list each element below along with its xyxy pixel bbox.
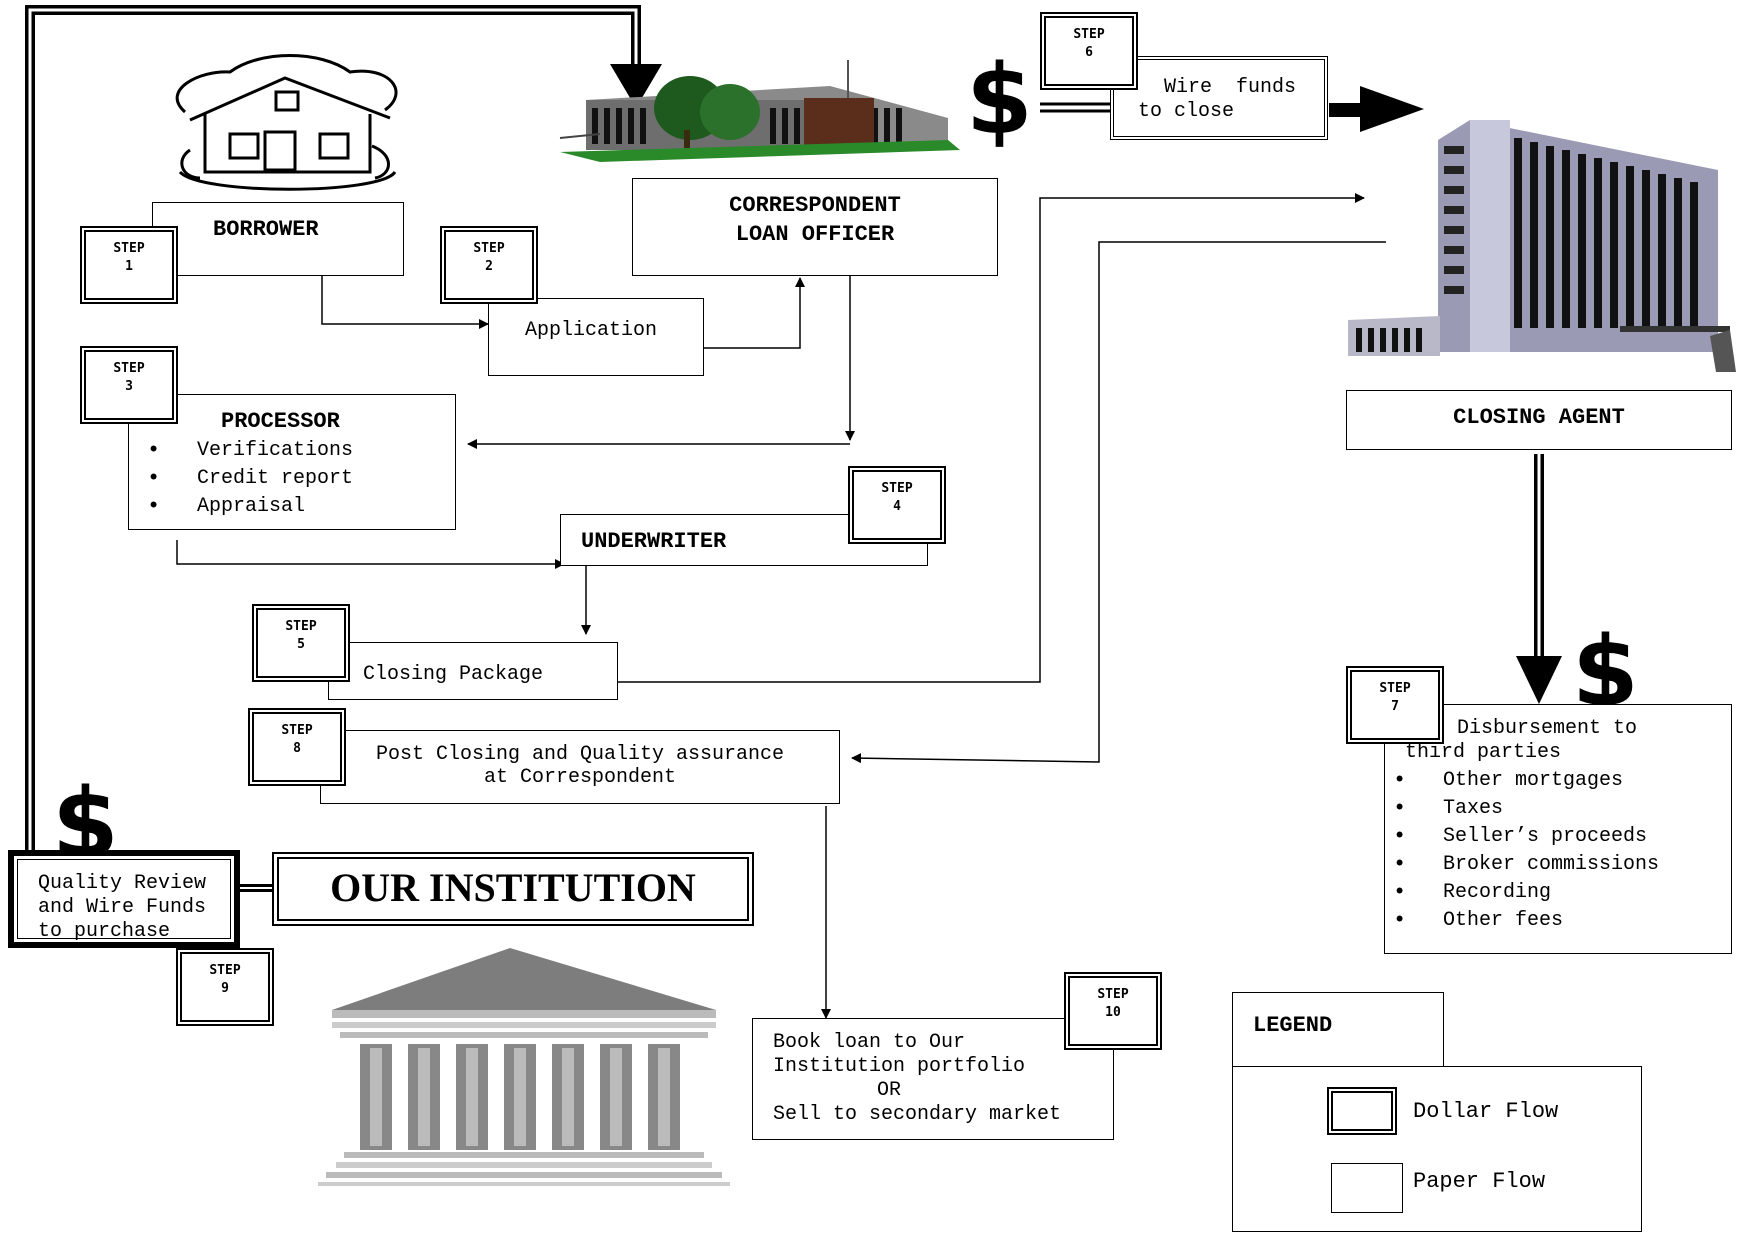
post-closing-label-1: Post Closing and Quality assurance <box>375 743 785 766</box>
step-number: 7 <box>1391 699 1399 714</box>
post-closing-box: Post Closing and Quality assurance at Co… <box>320 730 840 804</box>
step-number: 2 <box>485 259 493 274</box>
book-loan-box: Book loan to Our Institution portfolio O… <box>752 1018 1114 1140</box>
our-institution-banner: OUR INSTITUTION <box>272 852 754 926</box>
step-number: 4 <box>893 499 901 514</box>
step-number: 6 <box>1085 45 1093 60</box>
borrower-to-application <box>321 276 489 329</box>
application-to-loan-officer <box>704 277 805 349</box>
step-number: 1 <box>125 259 133 274</box>
processor-title: PROCESSOR <box>221 409 340 434</box>
disbursement-box: Disbursement to third parties Other mort… <box>1384 704 1732 954</box>
step-label: STEP <box>209 963 241 978</box>
processor-to-underwriter <box>176 540 565 569</box>
dollar-sign-wire: $ <box>966 44 1033 156</box>
step-number: 3 <box>125 379 133 394</box>
closing-package-label: Closing Package <box>363 663 544 686</box>
step-label: STEP <box>113 241 145 256</box>
processor-item: Appraisal <box>129 493 353 521</box>
underwriter-label: UNDERWRITER <box>581 529 727 554</box>
step-number: 9 <box>221 981 229 996</box>
house-icon <box>175 54 398 191</box>
post-closing-label-2: at Correspondent <box>483 766 677 789</box>
bank-icon <box>318 948 730 1186</box>
step-number: 5 <box>297 637 305 652</box>
disbursement-item: Other mortgages <box>1375 767 1659 795</box>
application-box: Application <box>488 298 704 376</box>
book-loan-label-2: Institution portfolio <box>773 1055 1026 1078</box>
disbursement-item: Broker commissions <box>1375 851 1659 879</box>
legend-paper-flow-label: Paper Flow <box>1413 1169 1546 1194</box>
dollar-flow-arrow-down <box>610 64 662 108</box>
book-loan-label-3: OR <box>877 1079 902 1102</box>
step-6-badge: STEP 6 <box>1040 12 1138 90</box>
loan-officer-label-2: LOAN OFFICER <box>735 222 895 247</box>
step-label: STEP <box>281 723 313 738</box>
wire-funds-label-1: Wire funds <box>1164 76 1297 99</box>
quality-review-label-1: Quality Review <box>38 872 207 895</box>
disbursement-item: Taxes <box>1375 795 1659 823</box>
agent-to-post-closing <box>851 241 1386 764</box>
skyscraper-icon <box>1348 120 1736 372</box>
step-2-badge: STEP 2 <box>440 226 538 304</box>
quality-review-box: Quality Review and Wire Funds to purchas… <box>8 850 240 948</box>
step-5-badge: STEP 5 <box>252 604 350 682</box>
step-label: STEP <box>113 361 145 376</box>
step-number: 8 <box>293 741 301 756</box>
quality-review-label-2: and Wire Funds <box>38 896 207 919</box>
closing-package-to-agent <box>618 193 1365 683</box>
borrower-label: BORROWER <box>213 217 319 242</box>
step-label: STEP <box>1097 987 1129 1002</box>
step-label: STEP <box>1073 27 1105 42</box>
processor-item: Credit report <box>129 465 353 493</box>
legend-dollar-flow-swatch <box>1327 1087 1397 1135</box>
step-8-badge: STEP 8 <box>248 708 346 786</box>
legend-paper-flow-swatch <box>1331 1163 1403 1213</box>
legend-dollar-flow-label: Dollar Flow <box>1413 1099 1559 1124</box>
wire-funds-arrow <box>1360 86 1424 132</box>
processor-item: Verifications <box>129 437 353 465</box>
book-loan-label-1: Book loan to Our <box>773 1031 966 1054</box>
step-1-badge: STEP 1 <box>80 226 178 304</box>
legend-title-box: LEGEND <box>1232 992 1444 1070</box>
quality-review-label-3: to purchase <box>38 920 171 943</box>
closing-package-box: Closing Package <box>328 642 618 700</box>
office-building-icon <box>559 60 960 162</box>
disbursement-item: Other fees <box>1375 907 1659 935</box>
application-label: Application <box>525 319 658 342</box>
wire-funds-box: Wire funds to close <box>1110 56 1328 140</box>
disbursement-item: Seller’s proceeds <box>1375 823 1659 851</box>
step-7-badge: STEP 7 <box>1346 666 1444 744</box>
disbursement-title-1: Disbursement to <box>1457 717 1638 740</box>
step-number: 10 <box>1105 1005 1121 1020</box>
step-9-badge: STEP 9 <box>176 948 274 1026</box>
book-loan-label-4: Sell to secondary market <box>773 1103 1062 1126</box>
borrower-box: BORROWER <box>152 202 404 276</box>
loan-officer-box: CORRESPONDENT LOAN OFFICER <box>632 178 998 276</box>
wire-funds-label-2: to close <box>1138 100 1235 123</box>
processor-box: PROCESSOR Verifications Credit report Ap… <box>128 394 456 530</box>
legend-box: Dollar Flow Paper Flow <box>1232 1066 1642 1232</box>
disbursement-list: Other mortgages Taxes Seller’s proceeds … <box>1375 767 1659 935</box>
processor-list: Verifications Credit report Appraisal <box>129 437 353 521</box>
step-label: STEP <box>1379 681 1411 696</box>
disbursement-title-2: third parties <box>1405 741 1562 764</box>
closing-agent-box: CLOSING AGENT <box>1346 390 1732 450</box>
legend-title: LEGEND <box>1253 1013 1333 1038</box>
step-label: STEP <box>881 481 913 496</box>
loan-officer-label-1: CORRESPONDENT <box>729 193 901 218</box>
step-4-badge: STEP 4 <box>848 466 946 544</box>
step-3-badge: STEP 3 <box>80 346 178 424</box>
step-10-badge: STEP 10 <box>1064 972 1162 1050</box>
step-label: STEP <box>473 241 505 256</box>
closing-agent-label: CLOSING AGENT <box>1453 405 1625 430</box>
disbursement-item: Recording <box>1375 879 1659 907</box>
step-label: STEP <box>285 619 317 634</box>
